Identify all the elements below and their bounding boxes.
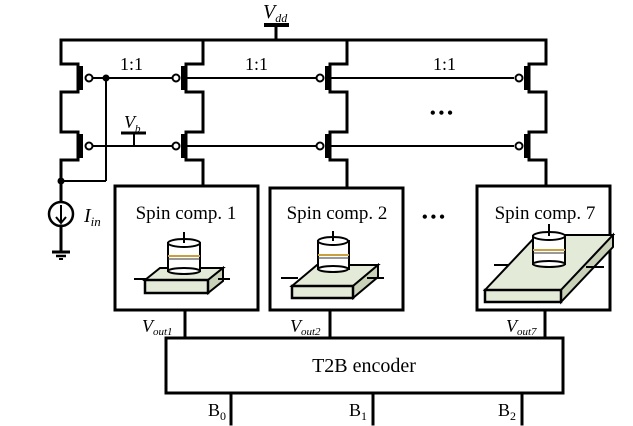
mirror-ratio-3: 1:1 — [433, 54, 456, 74]
mirror-branch-1 — [171, 38, 205, 188]
ground-icon — [52, 250, 70, 260]
input-pmos-stack — [57, 38, 110, 217]
vb-bias-tap — [121, 131, 146, 146]
comparator-7-label: Spin comp. 7 — [495, 203, 596, 224]
vout2-label: Vout2 — [290, 316, 321, 338]
spin-device-7-icon — [482, 224, 616, 305]
mirror-branch-2 — [315, 38, 349, 188]
mirror-ratio-2: 1:1 — [245, 54, 268, 74]
vdd-rail — [59, 23, 548, 42]
vout1-label: Vout1 — [142, 316, 173, 338]
b2-label: B2 — [498, 400, 516, 423]
t2b-encoder — [164, 336, 565, 395]
iin-label: Iin — [83, 205, 101, 229]
vdd-label: Vdd — [263, 1, 288, 25]
spin-device-2-icon — [281, 231, 384, 301]
vb-label: Vb — [124, 112, 141, 135]
input-current-source — [47, 179, 75, 253]
ellipsis-comparators: ••• — [422, 209, 448, 226]
mirror-branch-7 — [514, 38, 548, 188]
vout7-label: Vout7 — [506, 316, 537, 338]
mirror-ratio-1: 1:1 — [120, 54, 143, 74]
comparator-2-label: Spin comp. 2 — [287, 203, 388, 224]
b1-label: B1 — [349, 400, 367, 423]
comparator-1-label: Spin comp. 1 — [136, 203, 237, 224]
ellipsis-mirrors: ••• — [430, 105, 456, 122]
encoder-label: T2B encoder — [312, 355, 416, 377]
spin-device-1-icon — [134, 232, 230, 296]
b0-label: B0 — [208, 400, 226, 423]
